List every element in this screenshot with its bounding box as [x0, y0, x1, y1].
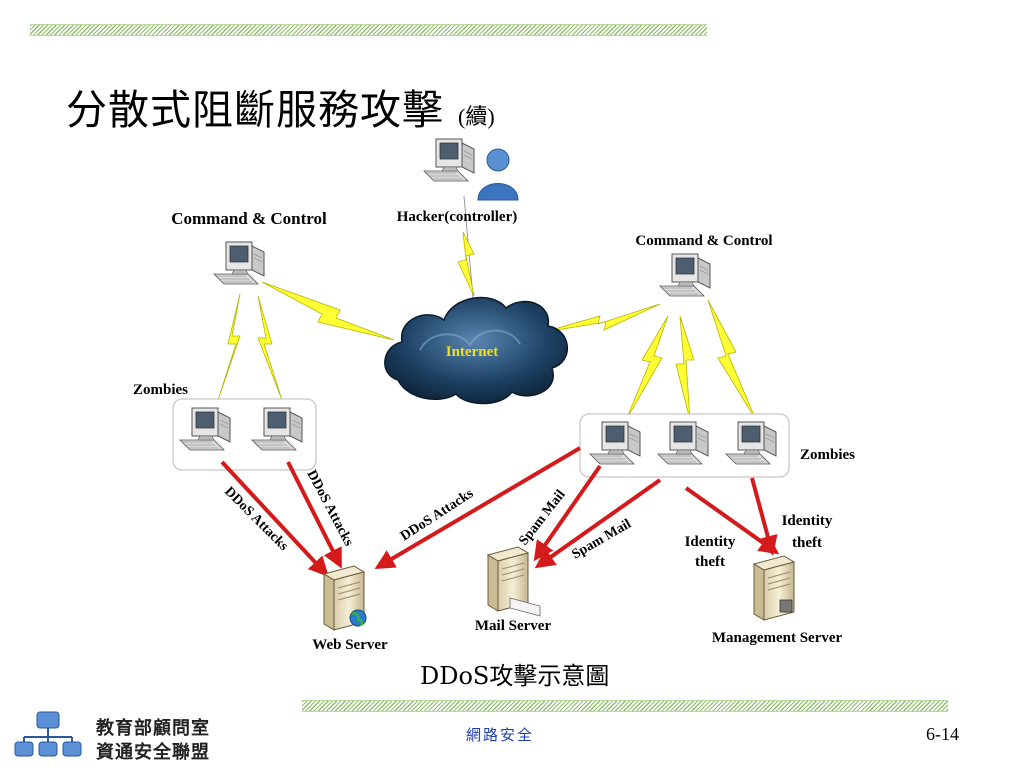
identity-theft-right-line1: Identity — [782, 513, 833, 529]
logo-text-line1: 教育部顧問室 — [96, 718, 210, 739]
zombies-left-label: Zombies — [133, 382, 188, 398]
zombies-right-label: Zombies — [800, 447, 855, 463]
internet-cloud-icon — [384, 296, 569, 405]
cc-right-label: Command & Control — [635, 233, 772, 249]
logo-text-line2: 資通安全聯盟 — [96, 742, 210, 763]
web-server-icon — [323, 565, 367, 631]
identity-theft-left-line1: Identity — [685, 534, 736, 550]
network-logo-icon — [14, 711, 82, 757]
attack-arrows — [220, 446, 780, 577]
cc-right-computer-icon — [659, 253, 711, 297]
page-number: 6-14 — [926, 724, 959, 744]
title-continued: (續) — [458, 104, 495, 129]
hacker-icon — [423, 138, 519, 201]
lightning-links — [217, 231, 757, 421]
ddos-diagram: Hacker(controller) Command & Control Com… — [133, 138, 855, 653]
cc-left-label: Command & Control — [171, 209, 327, 228]
diagram-caption: DDoS攻擊示意圖 — [420, 662, 610, 690]
top-decorative-band — [30, 24, 707, 36]
hacker-label: Hacker(controller) — [397, 209, 518, 225]
ddos-attacks-label-1: DDoS Attacks — [221, 484, 291, 554]
identity-theft-right-line2: theft — [792, 535, 822, 551]
footer-course-title: 網路安全 — [466, 726, 535, 744]
slide-title: 分散式阻斷服務攻擊 (續) — [66, 76, 495, 136]
web-server-label: Web Server — [312, 637, 388, 653]
bottom-decorative-band — [302, 700, 948, 712]
internet-label: Internet — [446, 344, 499, 360]
mail-server-icon — [487, 546, 541, 617]
mail-server-label: Mail Server — [475, 618, 552, 634]
management-server-icon — [753, 555, 795, 621]
title-main: 分散式阻斷服務攻擊 — [66, 86, 444, 134]
cc-left-computer-icon — [213, 241, 265, 285]
management-server-label: Management Server — [712, 630, 843, 646]
identity-theft-left-line2: theft — [695, 554, 725, 570]
spam-mail-label-1: Spam Mail — [516, 487, 568, 548]
ministry-logo: 教育部顧問室 資通安全聯盟 — [14, 708, 214, 764]
